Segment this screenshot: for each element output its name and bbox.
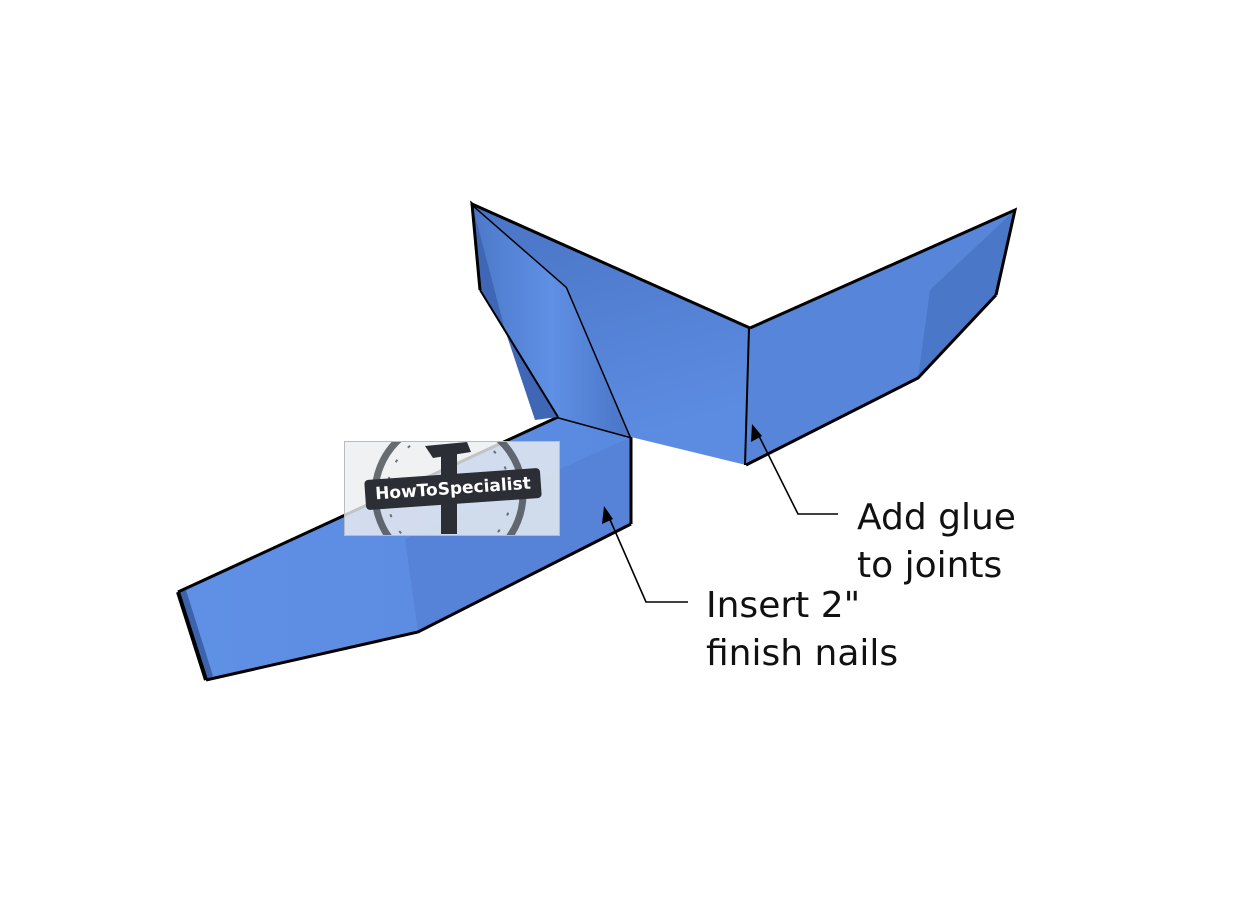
right-board-bevel — [918, 210, 1015, 378]
left-board-end — [178, 590, 213, 680]
left-board-bottom-edge — [205, 522, 632, 682]
watermark-logo: HowToSpecialist — [344, 441, 560, 536]
nails-leader — [602, 506, 688, 603]
back-board-face — [472, 204, 750, 465]
glue-arrowhead — [751, 424, 762, 442]
right-board — [745, 207, 1018, 467]
glue-annotation: Add glue to joints — [857, 494, 1016, 590]
middle-board-face — [472, 204, 631, 437]
right-board-bottom-edge — [745, 293, 998, 467]
nails-leader-line — [607, 514, 688, 603]
nails-annotation-line1: Insert 2" — [706, 585, 861, 626]
middle-board-inner-edge — [479, 289, 559, 418]
nails-annotation-line2: finish nails — [706, 633, 899, 674]
left-board-end-edge — [176, 591, 208, 681]
glue-annotation-line1: Add glue — [857, 497, 1016, 538]
nails-arrowhead — [602, 506, 613, 524]
back-board-outline — [471, 202, 751, 330]
nails-annotation: Insert 2" finish nails — [706, 582, 898, 678]
glue-leader-line — [756, 431, 838, 515]
glue-annotation-line2: to joints — [857, 545, 1003, 586]
glue-leader — [751, 424, 838, 515]
right-board-outline — [749, 207, 1018, 330]
